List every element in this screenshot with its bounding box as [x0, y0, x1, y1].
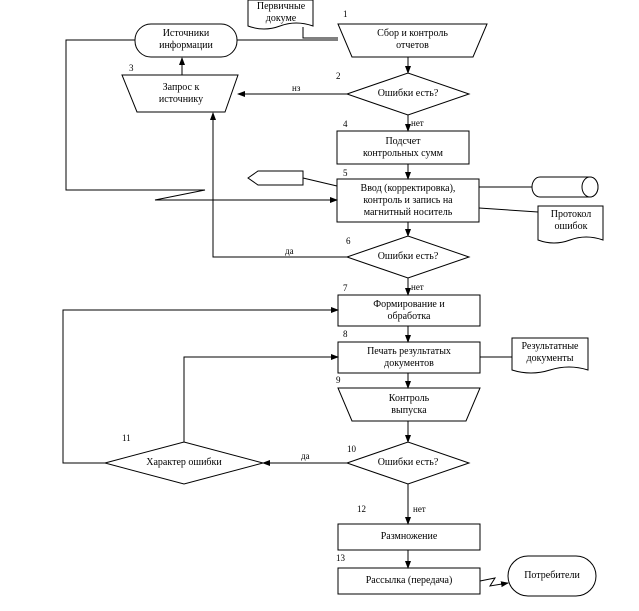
step-number-11: 11: [122, 433, 131, 443]
errors-3-shape: [345, 441, 471, 485]
node-checksum: Подсчет контрольных сумм: [362, 136, 443, 159]
errors-1-shape: [345, 72, 471, 116]
consumers-shape: [507, 555, 597, 597]
display-shape: [247, 170, 304, 186]
node-print-results: Печать результатых документов: [367, 346, 451, 369]
node-errors-3: Ошибки есть?: [377, 457, 439, 468]
node-mailing: Рассылка (передача): [365, 575, 453, 586]
edge-label-10-left: да: [301, 451, 310, 461]
step-number-2: 2: [336, 71, 341, 81]
step-number-8: 8: [343, 329, 348, 339]
replication-shape: [337, 523, 481, 551]
node-primary-docs: Первичные докуме: [256, 1, 306, 24]
errors-2-shape: [345, 235, 471, 279]
step-number-6: 6: [346, 236, 351, 246]
edge-label-6-left: да: [285, 246, 294, 256]
node-error-type: Характер ошибки: [146, 457, 222, 468]
edge-label-2-left: нз: [292, 83, 301, 93]
node-consumers: Потребители: [524, 570, 580, 581]
step-number-1: 1: [343, 9, 348, 19]
node-errors-1: Ошибки есть?: [377, 88, 439, 99]
collect-control-shape: [337, 23, 488, 58]
node-output-control: Контроль выпуска: [388, 393, 430, 416]
step-number-7: 7: [343, 283, 348, 293]
step-number-12: 12: [357, 504, 366, 514]
primary-docs-shape: [247, 0, 314, 30]
edge-label-2-down: нет: [411, 118, 424, 128]
step-number-10: 10: [347, 444, 356, 454]
error-protocol-shape: [537, 205, 604, 244]
checksum-shape: [336, 130, 470, 165]
step-number-9: 9: [336, 375, 341, 385]
node-replication: Размножение: [380, 531, 438, 542]
result-docs-shape: [511, 337, 589, 374]
step-number-13: 13: [336, 553, 345, 563]
node-info-sources: Источники информации: [159, 28, 213, 51]
step-number-5: 5: [343, 168, 348, 178]
edge-label-6-down: нет: [411, 282, 424, 292]
edge-label-10-down: нет: [413, 504, 426, 514]
node-error-protocol: Протокол ошибок: [550, 209, 592, 232]
step-number-3: 3: [129, 63, 134, 73]
node-errors-2: Ошибки есть?: [377, 251, 439, 262]
step-number-4: 4: [343, 119, 348, 129]
node-request-source: Запрос к источнику: [158, 82, 204, 105]
node-collect-control: Сбор и контроль отчетов: [377, 28, 448, 51]
node-forming: Формирование и обработка: [373, 299, 445, 322]
node-input-control: Ввод (корректировка), контроль и запись …: [360, 183, 456, 218]
output-control-shape: [337, 387, 481, 422]
request-source-shape: [121, 74, 239, 113]
node-result-docs: Результатные документы: [521, 341, 579, 364]
